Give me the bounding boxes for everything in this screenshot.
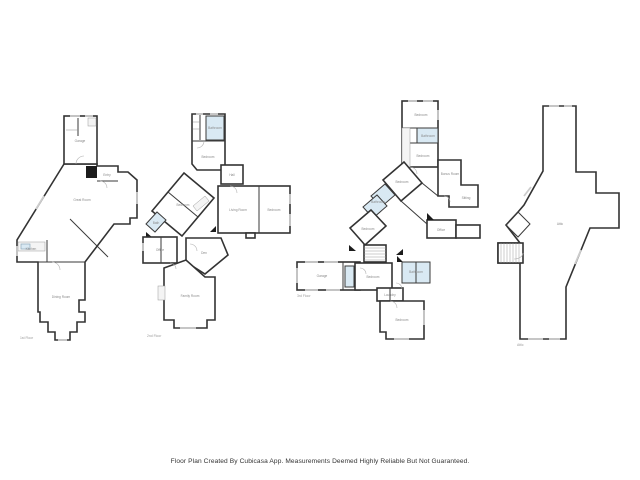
plan3-wedge-3: [396, 249, 403, 255]
floor-plan-4: Attic Attic: [497, 105, 620, 347]
room-label-laundry: Laundry: [384, 293, 396, 297]
plan1-kitchen-sink: [20, 243, 31, 250]
plan3-windows: [296, 100, 439, 340]
plan2-windows: [142, 113, 291, 329]
room-label-den: Den: [201, 251, 207, 255]
plan2-angled-divider: [167, 191, 199, 218]
plan3-closet-strip: [401, 127, 411, 168]
room-label-bath-left: Bath: [153, 221, 160, 225]
room-label-bedroom-top: Bedroom: [202, 155, 215, 159]
room-label-bonus-room: Bonus Room: [441, 172, 460, 176]
room-label-office-right: Office: [437, 228, 445, 232]
plan3-bedroom-angled-2: [348, 208, 388, 247]
plan1-kitchen-counter: [17, 241, 46, 252]
room-label-kitchen: Kitchen: [26, 247, 37, 251]
plan1-caption: 1st Floor: [20, 336, 34, 340]
plan2-doors: [169, 140, 238, 270]
plan1-stair-wall: [69, 218, 109, 258]
room-label-bathroom-angled: Bathroom: [371, 200, 385, 204]
room-label-bedroom-mid: Bedroom: [367, 275, 380, 279]
plan2-caption: 2nd Floor: [147, 334, 162, 338]
plan1-water-heater: [87, 117, 97, 127]
plan2-right-block: [217, 185, 291, 234]
room-label-garage: Garage: [317, 274, 328, 278]
plan3-wedge-2: [427, 213, 434, 220]
plan4-closet-square: [505, 211, 531, 238]
plan1-fireplace: [86, 166, 97, 178]
room-label-attic: Attic: [557, 222, 564, 226]
plan2-wedge-2: [210, 226, 216, 232]
room-label-bedroom-bottom: Bedroom: [396, 318, 409, 322]
floor-plan-3: Bedroom Bathroom Bedroom Bonus Room Sitt…: [296, 100, 481, 340]
plan3-wedge-1: [349, 245, 356, 251]
attribution-text: Floor Plan Created By Cubicasa App. Meas…: [170, 458, 470, 465]
plan2-family-room: [163, 259, 216, 329]
room-label-garage: Garage: [75, 139, 86, 143]
plan1-windows: [16, 115, 138, 341]
plan1-doors: [51, 155, 108, 271]
plan3-wedge-4: [397, 256, 403, 262]
room-label-hall: Hall: [229, 173, 235, 177]
plan3-arm-closet: [344, 265, 355, 288]
plan2-bump: [245, 232, 256, 239]
room-label-entry: Entry: [103, 173, 111, 177]
plan4-caption: Attic: [517, 343, 524, 347]
plan2-den-room: [185, 237, 229, 275]
room-label-bedroom-angled-2: Bedroom: [362, 227, 375, 231]
plan4-stairs: [497, 242, 524, 264]
room-label-bathroom-top: Bathroom: [421, 134, 435, 138]
plan3-bedroom-mid: [354, 262, 393, 291]
room-label-bedroom-right: Bedroom: [268, 208, 281, 212]
room-label-office: Office: [156, 248, 164, 252]
floor-plan-1: Garage Entry Great Room Kitchen Dining R…: [16, 115, 138, 341]
plan2-bath-left: [145, 211, 167, 233]
plan3-stairs: [363, 244, 387, 263]
plan3-bedroom-bottom: [379, 300, 425, 340]
plan2-fireplace-bump: [157, 285, 166, 301]
plan3-hall-wall-1: [421, 182, 439, 197]
plan3-doors: [359, 166, 451, 309]
room-label-great-room: Great Room: [73, 198, 91, 202]
room-label-dining: Dining Room: [52, 295, 71, 299]
plan2-hall-room: [220, 164, 244, 185]
room-label-family-room: Family Room: [181, 294, 200, 298]
room-label-sitting: Sitting: [462, 196, 471, 200]
room-label-bedroom-angled: Bedroom: [396, 180, 409, 184]
plan3-hall-wall-2: [400, 200, 428, 225]
room-label-living-room: Living Room: [229, 208, 247, 212]
room-label-bedroom-angled: Bedroom: [177, 203, 190, 207]
plan1-main-outline: [16, 163, 138, 341]
plan3-caption: 3rd Floor: [297, 294, 311, 298]
plan3-right-small: [455, 224, 481, 239]
plan2-bathroom-top: [205, 115, 225, 141]
plan4-windows: [523, 105, 582, 340]
plan3-right-ext: [437, 159, 479, 208]
room-label-bathroom-right: Bathroom: [409, 270, 423, 274]
plan2-dresser: [192, 195, 210, 212]
room-label-bathroom-top: Bathroom: [208, 126, 222, 130]
room-label-bedroom-top: Bedroom: [415, 113, 428, 117]
floor-plan-2: Bathroom Bedroom Hall Living Room Bedroo…: [142, 113, 291, 338]
room-label-bedroom-2: Bedroom: [417, 154, 430, 158]
